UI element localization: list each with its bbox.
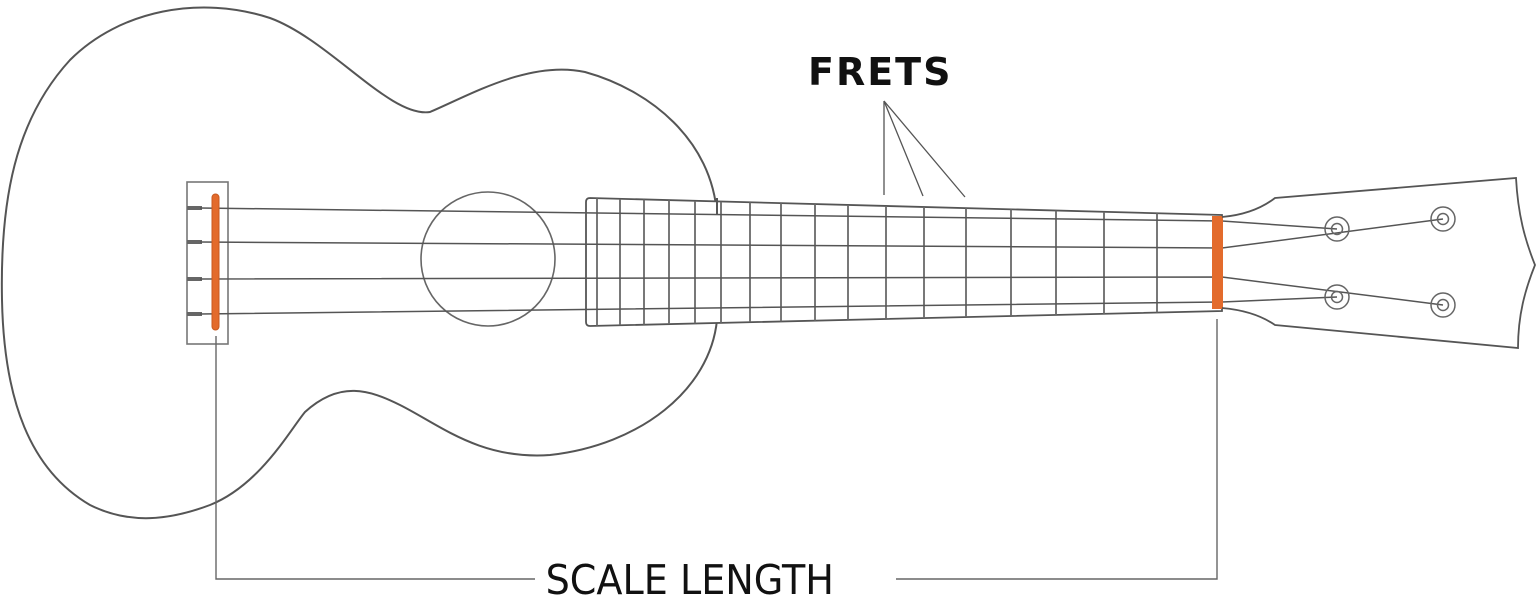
- bridge-pegs: [187, 206, 202, 316]
- fretboard: [585, 197, 1223, 327]
- bridge: [186, 181, 229, 345]
- soundhole: [420, 191, 556, 327]
- saddle: [211, 193, 220, 331]
- scale-length-bracket: [215, 319, 1218, 580]
- tuner-1: [1324, 216, 1350, 242]
- headstock: [1221, 177, 1536, 349]
- tuner-3: [1324, 284, 1350, 310]
- ukulele-body: [0, 6, 718, 520]
- scale-length-label: SCALE LENGTH: [540, 556, 840, 604]
- frets-pointer: [883, 100, 966, 198]
- nut: [1212, 216, 1223, 309]
- tuner-2: [1430, 206, 1456, 232]
- frets-label: FRETS: [808, 50, 953, 94]
- tuner-4: [1430, 292, 1456, 318]
- frets: [596, 198, 1158, 326]
- tuners: [1324, 206, 1456, 318]
